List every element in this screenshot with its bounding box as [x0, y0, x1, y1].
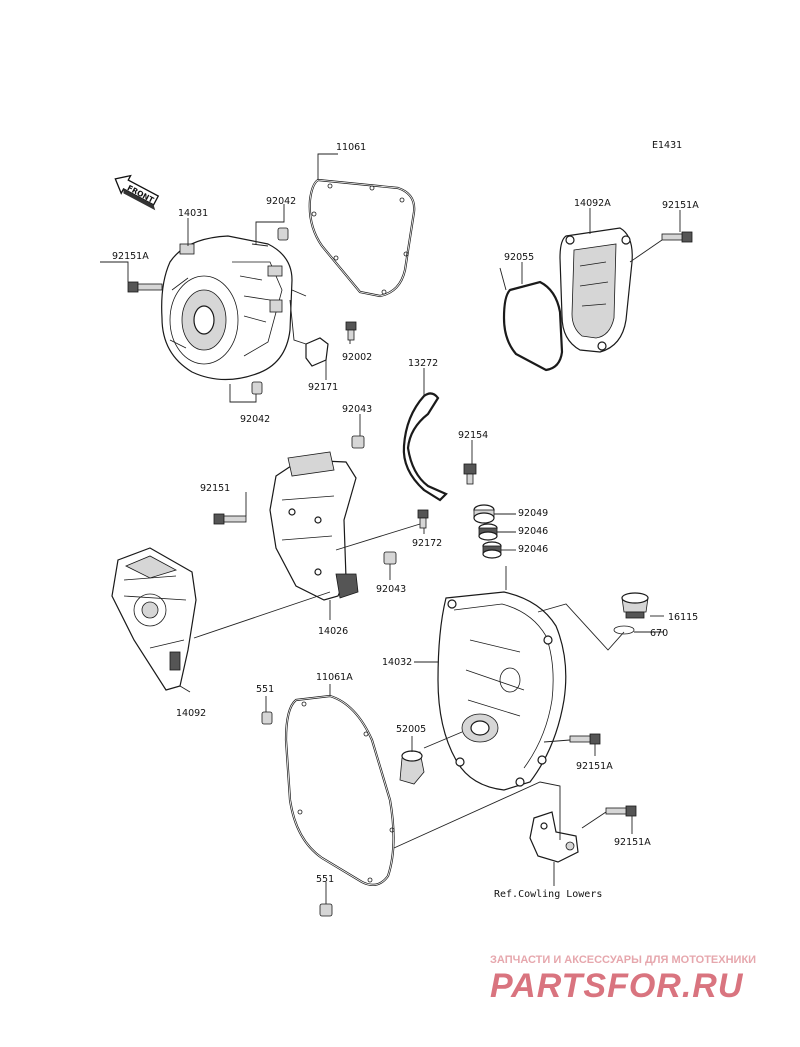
bolt-92172 [417, 509, 429, 529]
dowel-pin-92042-top [277, 227, 289, 241]
label-551-top: 551 [256, 684, 274, 695]
label-92055: 92055 [504, 252, 534, 263]
clamp-92171 [305, 337, 329, 367]
gasket-13272 [402, 392, 448, 502]
cover-14092 [111, 547, 197, 691]
watermark-tagline: ЗАПЧАСТИ И АКСЕССУАРЫ ДЛЯ МОТОТЕХНИКИ [490, 954, 756, 966]
label-92172: 92172 [412, 538, 442, 549]
cover-14092A [559, 227, 633, 353]
seal-92046-a [478, 523, 498, 541]
reference-note: Ref.Cowling Lowers [494, 889, 602, 900]
label-52005: 52005 [396, 724, 426, 735]
label-13272: 13272 [408, 358, 438, 369]
screw-92002 [345, 321, 357, 341]
label-92171: 92171 [308, 382, 338, 393]
pulser-cover-14026 [269, 451, 359, 601]
label-92042-top: 92042 [266, 196, 296, 207]
label-92151: 92151 [200, 483, 230, 494]
oil-filler-cap-16115 [621, 592, 649, 619]
label-92151A-mid: 92151A [576, 761, 613, 772]
bolt-92151A-left [127, 281, 163, 293]
label-92151A-left: 92151A [112, 251, 149, 262]
label-14026: 14026 [318, 626, 348, 637]
clutch-cover-14032 [437, 591, 567, 791]
front-arrow-icon: FRONT [114, 174, 160, 211]
gasket-92055 [502, 280, 564, 372]
o-ring-670 [613, 625, 635, 635]
generator-cover-14031 [161, 235, 293, 381]
label-92151A-right: 92151A [662, 200, 699, 211]
dowel-pin-92043-bottom [383, 551, 397, 565]
label-92043-bottom: 92043 [376, 584, 406, 595]
dowel-pin-551-top [261, 711, 273, 725]
label-92043-top: 92043 [342, 404, 372, 415]
label-14092A: 14092A [574, 198, 611, 209]
label-670: 670 [650, 628, 668, 639]
bolt-92151A-right [661, 231, 693, 243]
label-92154: 92154 [458, 430, 488, 441]
label-92042-bottom: 92042 [240, 414, 270, 425]
label-14031: 14031 [178, 208, 208, 219]
label-11061A: 11061A [316, 672, 353, 683]
leader-lines [100, 153, 681, 904]
label-14092: 14092 [176, 708, 206, 719]
gasket-11061A [284, 694, 395, 887]
label-92046-b: 92046 [518, 544, 548, 555]
label-14032: 14032 [382, 657, 412, 668]
label-16115: 16115 [668, 612, 698, 623]
watermark-brand: PARTSFOR.RU [490, 967, 744, 1005]
dowel-pin-92042-bottom [251, 381, 263, 395]
label-92151A-low: 92151A [614, 837, 651, 848]
dowel-pin-92043-top [351, 435, 365, 449]
label-92046-a: 92046 [518, 526, 548, 537]
label-92049: 92049 [518, 508, 548, 519]
plug-52005 [399, 750, 425, 785]
label-551-bottom: 551 [316, 874, 334, 885]
gasket-11061 [308, 178, 416, 298]
bolt-92151 [213, 513, 247, 525]
bolt-92151A-mid [569, 733, 601, 745]
diagram-code: E1431 [652, 140, 682, 151]
seal-92046-b [482, 541, 502, 559]
label-11061: 11061 [336, 142, 366, 153]
bracket-cowling-lowers [529, 811, 579, 863]
seal-92049 [473, 504, 495, 524]
bolt-92151A-low [605, 805, 637, 817]
label-92002: 92002 [342, 352, 372, 363]
dowel-pin-551-bottom [319, 903, 333, 917]
screw-92154 [463, 463, 477, 485]
